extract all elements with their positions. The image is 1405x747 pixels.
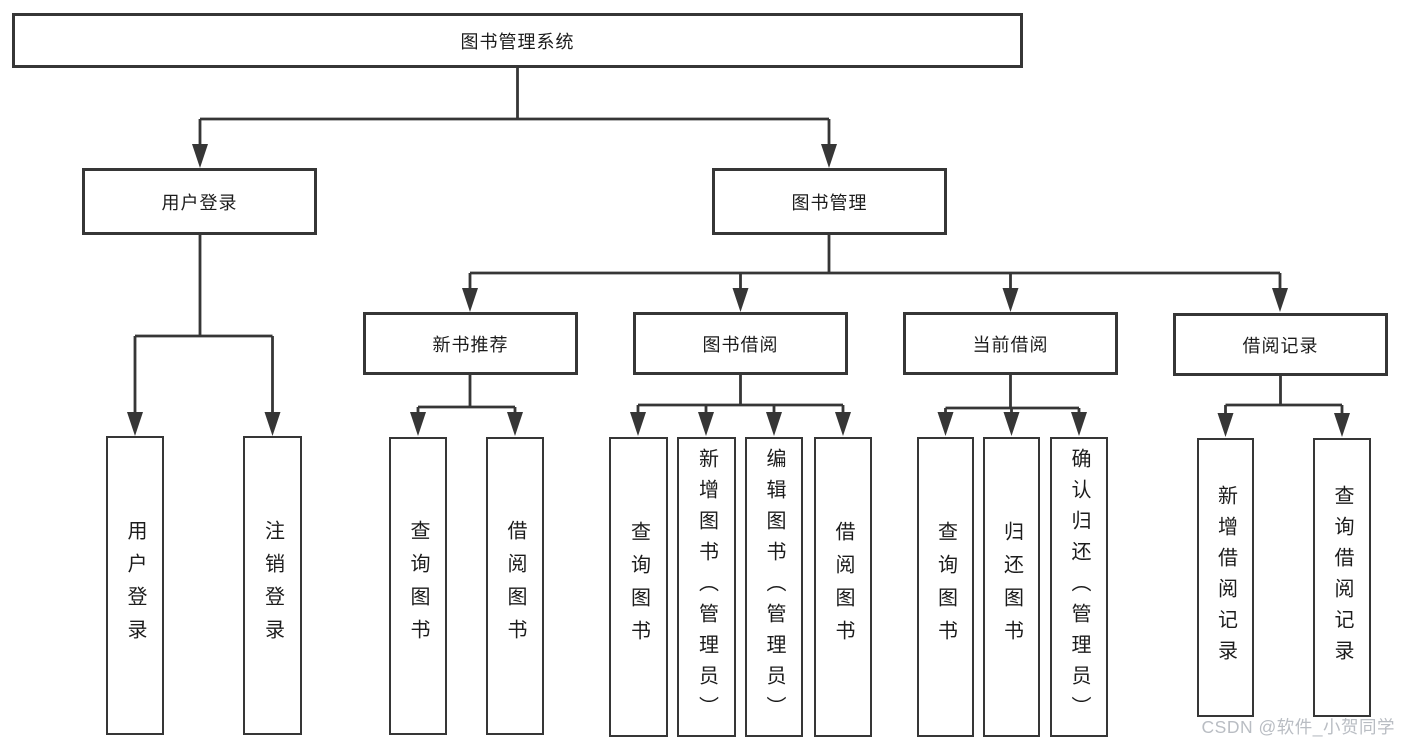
node-borrow-records: 借阅记录 [1173, 313, 1388, 376]
leaf-borrow-book: 借阅图书 [814, 437, 872, 737]
connector-lines [133, 68, 1344, 415]
leaf-add-book-admin: 新增图书（管理员） [677, 437, 736, 737]
leaf-query-book-current-label: 查询图书 [934, 521, 957, 653]
leaf-query-book-current: 查询图书 [917, 437, 974, 737]
leaf-query-borrow-record-label: 查询借阅记录 [1331, 484, 1353, 671]
leaf-logout-label: 注销登录 [261, 519, 284, 652]
arrowheads [127, 144, 1350, 437]
leaf-query-book-recommend-label: 查询图书 [407, 520, 429, 652]
leaf-add-borrow-record-label: 新增借阅记录 [1214, 484, 1237, 671]
leaf-query-book-recommend: 查询图书 [389, 437, 447, 735]
leaf-add-book-admin-label: 新增图书（管理员） [695, 447, 718, 727]
csdn-watermark: CSDN @软件_小贺同学 [1201, 717, 1395, 737]
leaf-query-borrow-record: 查询借阅记录 [1313, 438, 1371, 717]
leaf-edit-book-admin-label: 编辑图书（管理员） [763, 447, 785, 727]
leaf-user-login: 用户登录 [106, 436, 164, 735]
leaf-confirm-return-admin-label: 确认归还（管理员） [1068, 447, 1090, 727]
leaf-query-book: 查询图书 [609, 437, 668, 737]
node-library-management-system: 图书管理系统 [12, 13, 1023, 68]
node-new-book-recommend: 新书推荐 [363, 312, 578, 375]
node-current-borrow: 当前借阅 [903, 312, 1118, 375]
leaf-edit-book-admin: 编辑图书（管理员） [745, 437, 803, 737]
leaf-borrow-book-recommend-label: 借阅图书 [504, 520, 526, 652]
leaf-add-borrow-record: 新增借阅记录 [1197, 438, 1254, 717]
leaf-logout: 注销登录 [243, 436, 302, 735]
leaf-return-book-label: 归还图书 [1000, 521, 1023, 653]
leaf-return-book: 归还图书 [983, 437, 1040, 737]
leaf-borrow-book-recommend: 借阅图书 [486, 437, 544, 735]
node-book-borrow: 图书借阅 [633, 312, 848, 375]
leaf-user-login-label: 用户登录 [124, 519, 146, 652]
node-book-management: 图书管理 [712, 168, 947, 235]
leaf-confirm-return-admin: 确认归还（管理员） [1050, 437, 1108, 737]
leaf-query-book-label: 查询图书 [627, 521, 650, 653]
leaf-borrow-book-label: 借阅图书 [832, 521, 854, 653]
node-user-login: 用户登录 [82, 168, 317, 235]
